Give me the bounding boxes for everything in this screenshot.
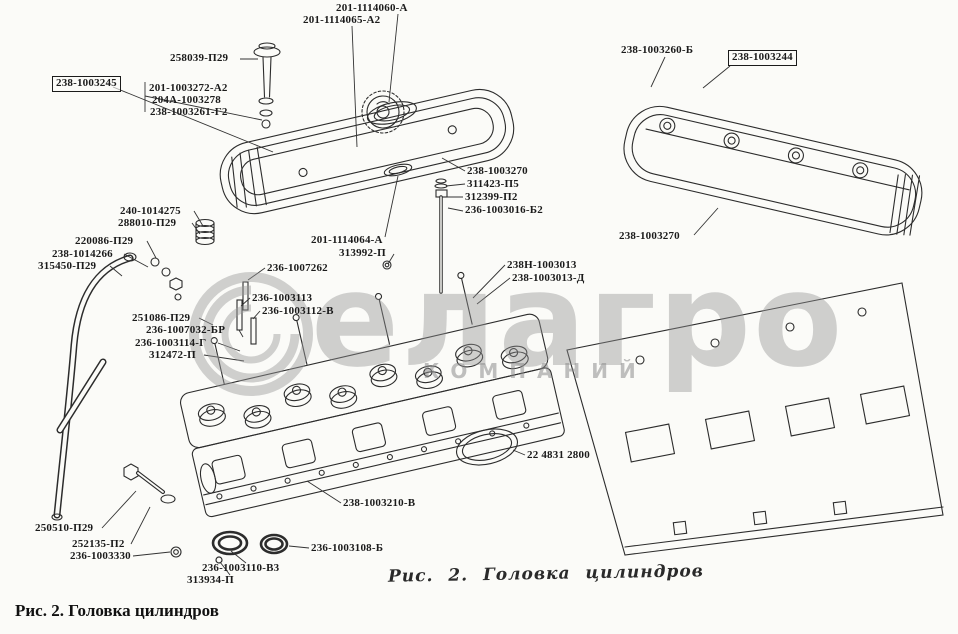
part-label: 236-1003113	[252, 292, 313, 304]
figure-caption-printed: Рис. 2. Головка цилиндров	[15, 601, 219, 620]
part-label: 315450-П29	[38, 260, 97, 272]
part-label: 250510-П29	[35, 522, 94, 534]
head-gasket-outline	[566, 282, 944, 556]
oil-filler-cap-icon	[361, 90, 413, 177]
part-label: 313992-П	[339, 247, 386, 259]
part-label: 201-1003272-А2	[149, 82, 228, 94]
oil-tube	[51, 252, 137, 521]
part-label: 251086-П29	[132, 312, 191, 324]
part-label: 238-1003261-Г2	[150, 106, 228, 118]
part-label: 201-1114060-А	[336, 2, 408, 14]
bottom-left-bolt	[123, 463, 182, 558]
right-valve-cover	[623, 105, 923, 236]
part-label: 236-1007032-БР	[146, 324, 226, 336]
part-label: 311423-П5	[467, 178, 519, 190]
part-label: 236-1003108-Б	[311, 542, 384, 554]
part-label: 312472-П	[149, 349, 196, 361]
part-label: 238Н-1003013	[507, 259, 577, 271]
part-label: 238-1003270	[619, 230, 680, 242]
ring-gasket	[456, 428, 518, 466]
leader-lines	[101, 13, 731, 576]
part-label: 312399-П2	[465, 191, 518, 203]
part-label: 238-1003260-Б	[621, 44, 694, 56]
part-label: 238-1003210-В	[343, 497, 416, 509]
center-stud	[382, 178, 448, 294]
sealing-rings	[211, 530, 289, 564]
part-label: 258039-П29	[170, 52, 229, 64]
part-label: 236-1003112-В	[262, 305, 334, 317]
part-label: 201-1114065-А2	[303, 14, 381, 26]
part-label: 236-1003110-В3	[202, 562, 280, 574]
part-label: 240-1014275	[120, 205, 181, 217]
part-label: 238-1003244	[728, 50, 797, 66]
part-label: 201-1114064-А	[311, 234, 383, 246]
part-label: 220086-П29	[75, 235, 134, 247]
part-label: 252135-П2	[72, 538, 125, 550]
part-label: 238-1014266	[52, 248, 113, 260]
part-label: 236-1007262	[267, 262, 328, 274]
fasteners-left	[150, 218, 257, 345]
part-label: 238-1003270	[467, 165, 528, 177]
breather-assembly	[253, 42, 281, 129]
part-label: 204А-1003278	[152, 94, 222, 106]
part-label: 313934-П	[187, 574, 234, 586]
part-label: 238-1003245	[52, 76, 121, 92]
part-label: 238-1003013-Д	[512, 272, 585, 284]
part-label: 236-1003114-Г	[135, 337, 207, 349]
part-label: 288010-П29	[118, 217, 177, 229]
part-label: 236-1003330	[70, 550, 131, 562]
left-valve-cover	[219, 88, 515, 215]
part-label: 22 4831 2800	[527, 449, 590, 461]
cylinder-head	[179, 271, 565, 518]
part-label: 236-1003016-Б2	[465, 204, 543, 216]
